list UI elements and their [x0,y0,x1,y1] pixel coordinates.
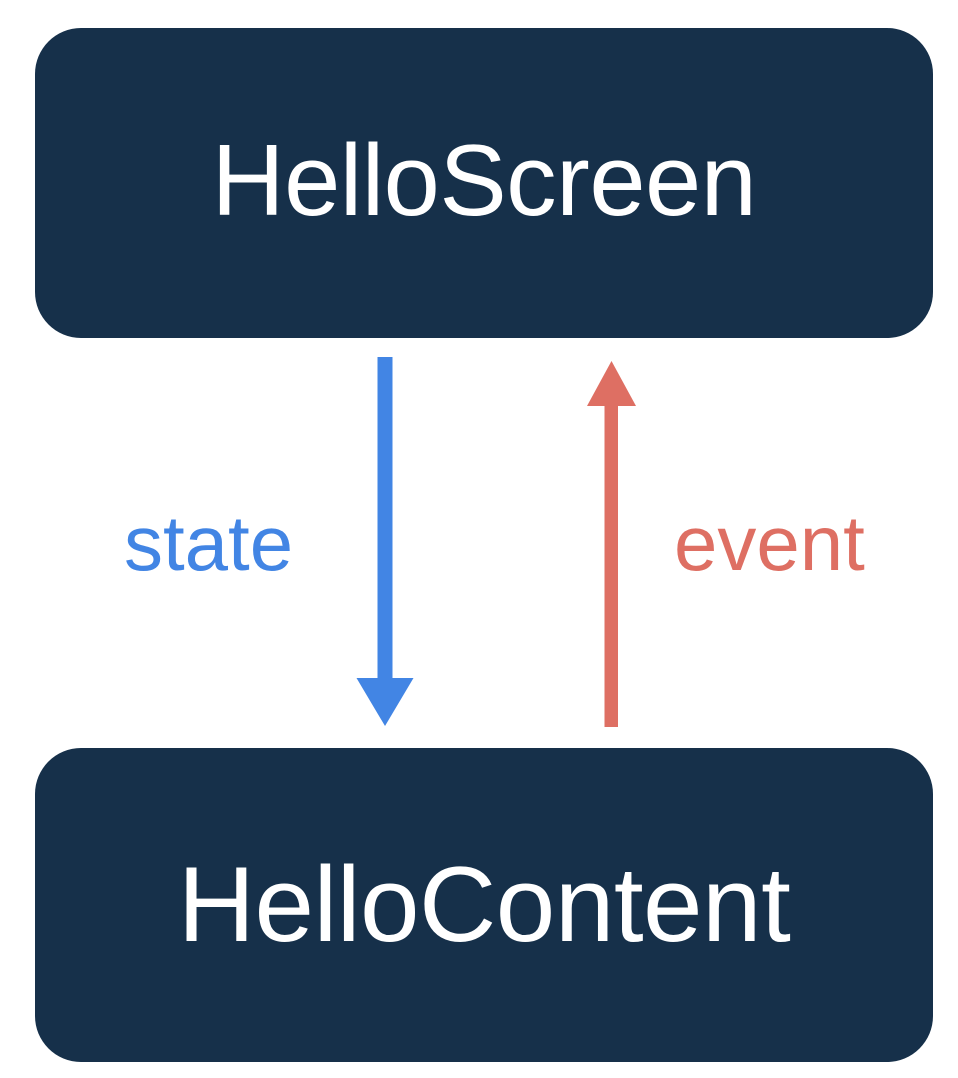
state-arrow-down-icon [356,357,414,726]
edge-label-state: state [124,499,294,587]
node-hello-screen-label: HelloScreen [211,124,757,237]
event-arrow-up-icon [587,361,636,727]
node-hello-content-label: HelloContent [177,843,791,964]
edge-label-event: event [674,499,865,587]
node-hello-content[interactable]: HelloContent [35,748,933,1062]
node-hello-screen[interactable]: HelloScreen [35,28,933,338]
